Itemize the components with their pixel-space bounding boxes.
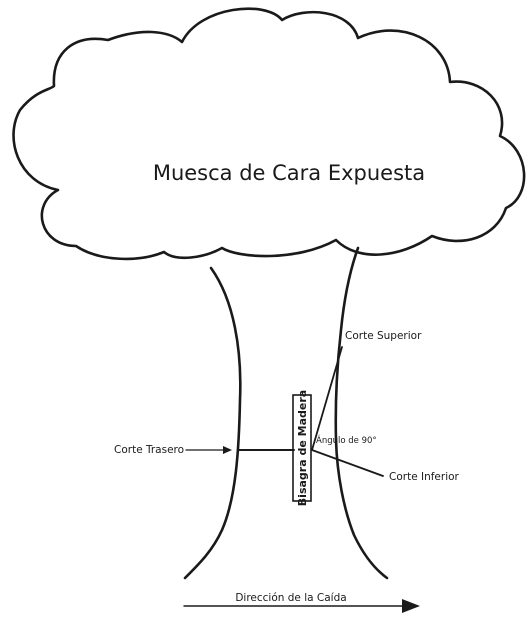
bottom-cut-line (311, 449, 384, 477)
diagram-title: Muesca de Cara Expuesta (153, 161, 425, 185)
angle-label: Ángulo de 90° (316, 434, 377, 446)
fall-direction-arrowhead (402, 599, 420, 613)
top-cut-line (311, 346, 343, 451)
fall-direction-label: Dirección de la Caída (235, 592, 346, 604)
bottom-cut-label: Corte Inferior (389, 471, 460, 483)
tree-canopy (12, 7, 526, 261)
back-cut-label: Corte Trasero (114, 444, 184, 456)
hinge-wood-strip (292, 394, 312, 502)
trunk-right-edge (334, 246, 389, 580)
back-cut-arrowhead (223, 446, 232, 454)
trunk-left-edge (183, 266, 242, 580)
hinge-label: Bisagra de Madera (296, 390, 309, 506)
top-cut-label: Corte Superior (345, 330, 422, 342)
